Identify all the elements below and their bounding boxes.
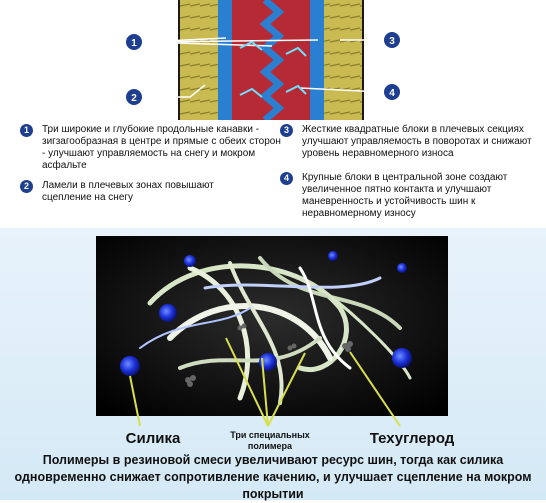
callout-1-marker: 1 [126,34,142,50]
silica-sphere [159,304,177,322]
center-zigzag-groove [259,0,285,120]
compound-panel [96,236,448,416]
carbon-black-label: Техуглерод [369,430,455,447]
right-shoulder [324,0,362,120]
callout-3-label: 3 [389,36,395,47]
legend-number-1: 1 [20,124,33,137]
polymers-label: Три специальных полимера [230,430,310,451]
legend-text-1: Три широкие и глубокие продольные канавк… [42,124,281,171]
silica-sphere [392,348,412,368]
right-groove [310,0,324,120]
compound-illustration [96,236,448,427]
legend-text-4: Крупные блоки в центральной зоне создают… [302,172,508,219]
silica-sphere [397,263,407,273]
compound-section: Силика Три специальных полимера Техуглер… [0,228,546,500]
callout-2-marker: 2 [126,89,142,105]
tread-diagram: 1 2 3 4 [126,0,400,120]
caption-text: Полимеры в резиновой смеси увеличивают р… [14,453,532,501]
legend-number-3: 3 [280,124,293,137]
silica-label: Силика [125,430,181,447]
legend-text-2: Ламели в плечевых зонах повышают сцеплен… [42,180,214,203]
callout-2-label: 2 [131,93,137,104]
callout-3-marker: 3 [384,32,400,48]
left-groove [218,0,232,120]
legend-number-4: 4 [280,172,293,185]
legend-number-2: 2 [20,180,33,193]
carbon-black-clusters [185,323,353,387]
callout-4-marker: 4 [384,84,400,100]
legend-text-3: Жесткие квадратные блоки в плечевых секц… [302,124,532,159]
silica-sphere [120,356,140,376]
callout-4-label: 4 [389,88,395,99]
tread-section: 1 2 3 4 1 Три широкие и глубокие продоль… [0,0,546,228]
left-shoulder [180,0,218,120]
callout-1-label: 1 [131,38,137,49]
silica-sphere [184,255,196,267]
silica-sphere [328,251,338,261]
